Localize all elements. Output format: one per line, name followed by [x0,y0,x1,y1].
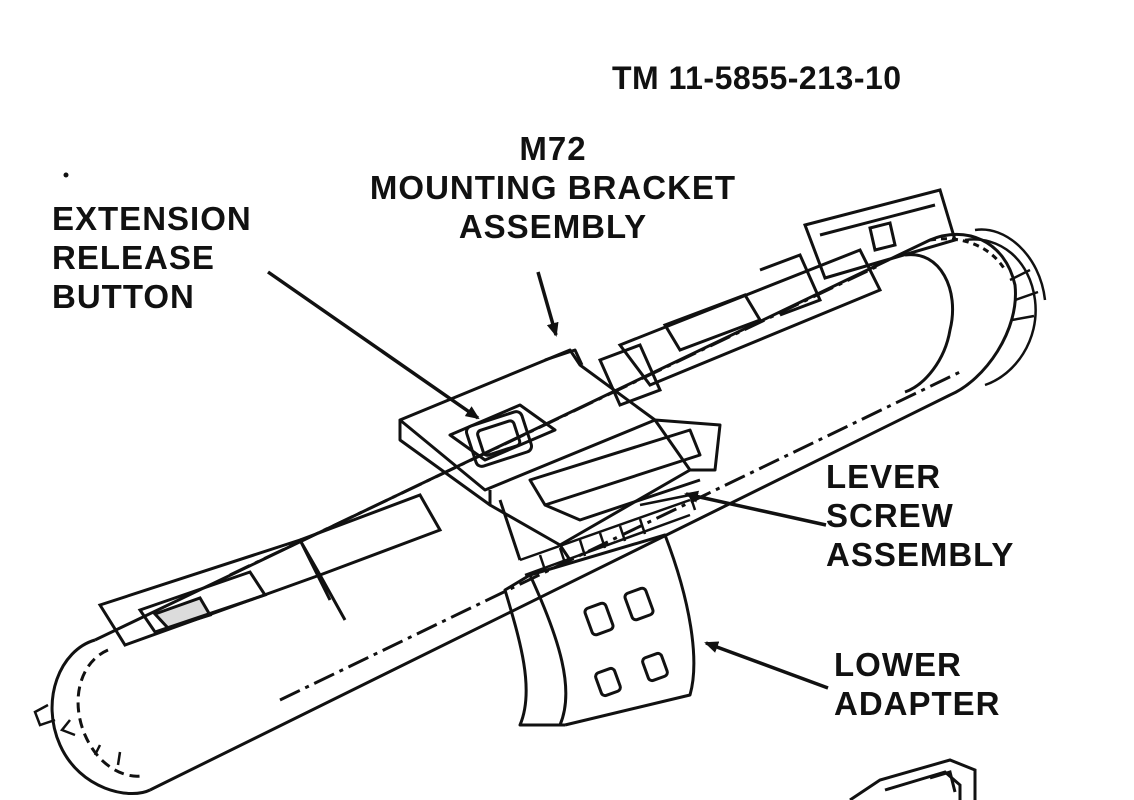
arrow-lower-adapter [704,641,829,690]
leader-arrows [267,270,829,690]
partial-detail-bottom-right [849,758,977,800]
callout-extension-release-button: EXTENSION RELEASE BUTTON [52,200,252,317]
callout-lower-adapter: LOWER ADAPTER [834,646,1001,724]
callout-line: BUTTON [52,277,195,315]
callout-line: RELEASE [52,238,215,276]
callout-line: MOUNTING BRACKET [369,168,737,206]
extension-release-button-drawing [464,410,534,468]
callout-line: M72 [519,130,587,167]
callout-line: ADAPTER [834,684,1001,722]
callout-line: EXTENSION [52,200,252,237]
arrow-extension-release [267,270,480,420]
front-sight-housing [97,493,443,647]
arrow-lever-screw [684,490,827,527]
callout-line: LOWER [834,646,962,683]
tube-left-end [33,703,122,766]
launcher-tube [50,232,1017,796]
callout-line: SCREW [826,496,954,534]
lower-adapter-drawing [503,533,696,727]
arrow-mounting-bracket [536,271,559,337]
stray-dot [63,172,69,178]
callout-lever-screw-assembly: LEVER SCREW ASSEMBLY [826,458,1014,575]
mounting-bracket [398,348,722,561]
callout-line: ASSEMBLY [826,535,1015,573]
callout-mounting-bracket-assembly: M72 MOUNTING BRACKET ASSEMBLY [332,130,774,247]
tube-end-cap [964,228,1047,387]
callout-line: ASSEMBLY [458,207,648,245]
callout-line: LEVER [826,458,942,495]
document-number: TM 11-5855-213-10 [612,60,902,96]
